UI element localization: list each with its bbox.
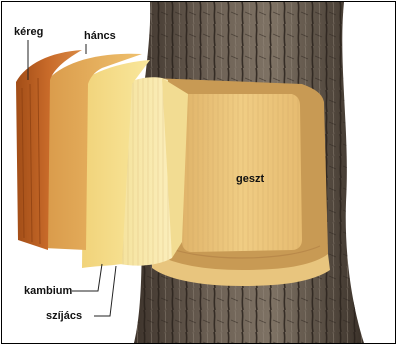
label-heartwood: geszt xyxy=(236,174,264,185)
label-sapwood: szíjács xyxy=(46,311,82,322)
label-phloem: háncs xyxy=(84,31,116,42)
label-bark: kéreg xyxy=(14,27,43,38)
label-cambium: kambium xyxy=(24,286,72,297)
leader-cambium xyxy=(72,264,102,291)
